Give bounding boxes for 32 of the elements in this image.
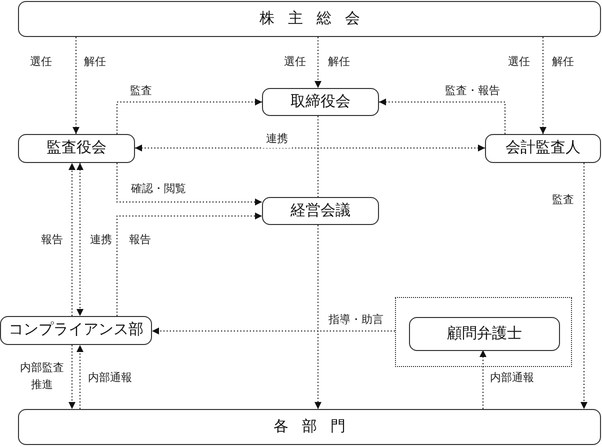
relation-label: 解任 [328,55,350,70]
dotted-arrow [116,98,262,134]
dotted-arrow [314,36,322,88]
relation-label: 選任 [508,55,530,70]
edge-label: 連携 [262,131,292,148]
dotted-arrow [72,36,80,134]
relation-label: 選任 [30,55,52,70]
dotted-arrow [480,350,486,410]
org-box: コンプライアンス部 [0,316,152,345]
org-box: 会計監査人 [485,134,601,163]
org-box: 経営会議 [262,197,379,225]
org-box: 株主総会 [18,1,601,37]
dotted-arrow [68,162,76,316]
org-box: 各部門 [18,409,601,445]
org-box: 顧問弁護士 [409,317,560,351]
dotted-arrow [378,98,506,134]
dotted-arrow [152,328,396,334]
relation-label: 選任 [284,55,306,70]
dotted-group-frame [395,297,572,367]
dotted-arrow [580,162,588,410]
dotted-arrow [76,162,84,316]
dotted-arrow [68,344,76,410]
dotted-arrow [76,344,84,410]
dotted-arrow [116,212,262,316]
dotted-arrow [134,144,486,152]
dotted-arrow [314,224,322,410]
relation-label: 解任 [84,55,106,70]
dotted-arrow [116,162,262,206]
relation-label: 解任 [552,55,574,70]
org-box: 監査役会 [18,134,135,163]
dotted-arrow [540,36,546,134]
org-box: 取締役会 [262,88,379,116]
